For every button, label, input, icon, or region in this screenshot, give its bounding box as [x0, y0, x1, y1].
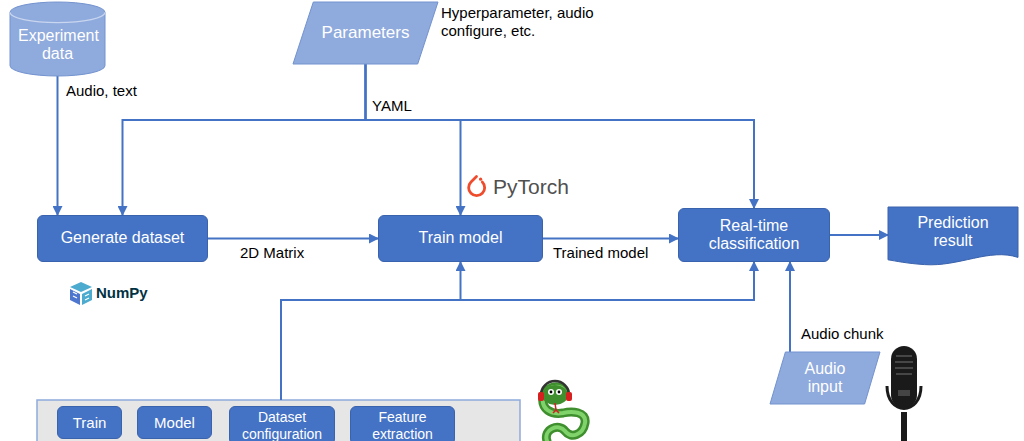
node-label: Train model [419, 229, 503, 247]
flow-arrow [366, 64, 461, 215]
node-label: Experiment data [18, 27, 97, 64]
text-block: Audio input [788, 360, 862, 397]
snake-head [542, 385, 568, 405]
mic-holder [887, 386, 921, 409]
note-text: Hyperparameter, audio configure, etc. [441, 4, 606, 40]
input-parallelogram: Parameters [293, 2, 438, 64]
data-store: Experiment data [10, 2, 105, 76]
text-block: Train model [419, 229, 503, 247]
flow-arrow [208, 238, 378, 240]
numpy-cube-lines [73, 292, 89, 300]
text-block: Feature extraction [356, 409, 449, 441]
flow-arrow [789, 262, 791, 352]
headphone-cup [538, 392, 544, 401]
pytorch-dot [479, 178, 482, 181]
python-snake [538, 381, 585, 441]
edge-label: 2D Matrix [240, 244, 304, 262]
cylinder-fill [10, 2, 105, 76]
microphone-icon [887, 346, 921, 441]
numpy-cube-right [82, 289, 92, 305]
edge-label: Audio chunk [801, 325, 884, 343]
snake-pupil [550, 391, 553, 394]
library-logo-text: NumPy [96, 284, 148, 302]
text-block: Dataset configuration [235, 409, 329, 441]
para-fill [293, 2, 438, 64]
process-box: Train model [378, 215, 543, 262]
text-block: Experiment data [18, 27, 97, 64]
node-label: Model [154, 414, 195, 431]
node-label: Audio input [788, 360, 862, 397]
pytorch-flame [469, 177, 485, 196]
flow-arrow [57, 76, 59, 215]
mic-body [891, 346, 917, 408]
headphone-band [541, 381, 569, 395]
process-box: Generate dataset [37, 215, 208, 262]
bus-line [460, 262, 462, 300]
mic-grille [895, 356, 913, 374]
node-label: Prediction result [898, 214, 1008, 251]
flow-arrow [366, 64, 755, 208]
node-label: Dataset configuration [235, 409, 329, 441]
snake-tongue [553, 403, 559, 413]
module-box: Feature extraction [350, 406, 455, 441]
document-shape: Prediction result [888, 207, 1018, 267]
module-panel [37, 400, 520, 441]
flow-arrow [123, 64, 366, 215]
mic-stand [901, 412, 907, 441]
headphone-cup [566, 392, 572, 401]
snake-pupil [558, 391, 561, 394]
node-label: Parameters [322, 23, 410, 43]
mic-button [898, 390, 910, 396]
edge-label: Audio, text [66, 82, 137, 100]
input-parallelogram: Audio input [770, 352, 880, 404]
pytorch-logo [469, 177, 485, 196]
module-box: Dataset configuration [229, 406, 335, 441]
edge-label: Trained model [553, 244, 648, 262]
snake-eye [556, 389, 562, 395]
flow-arrow [830, 234, 888, 236]
module-box: Model [137, 406, 212, 439]
node-label: Train [73, 414, 107, 431]
numpy-cube-top [70, 282, 92, 292]
library-logo-text: PyTorch [493, 174, 569, 199]
module-box: Train [57, 406, 122, 439]
format-label: YAML [372, 97, 412, 115]
process-box: Real-time classification [678, 208, 830, 262]
text-block: Real-time classification [688, 217, 820, 254]
text-block: Model [154, 414, 195, 431]
numpy-logo [70, 282, 92, 305]
node-label: Real-time classification [688, 217, 820, 254]
text-block: Generate dataset [61, 229, 185, 247]
text-block: Parameters [322, 23, 410, 43]
node-label: Generate dataset [61, 229, 185, 247]
text-block: Train [73, 414, 107, 431]
doc-fill [888, 207, 1018, 265]
para-fill [770, 352, 880, 404]
flow-arrow [543, 238, 678, 240]
cylinder-rim [10, 12, 105, 22]
text-block: Prediction result [898, 214, 1008, 251]
bus-line [281, 262, 754, 400]
snake-eye [548, 389, 554, 395]
node-label: Feature extraction [356, 409, 449, 441]
